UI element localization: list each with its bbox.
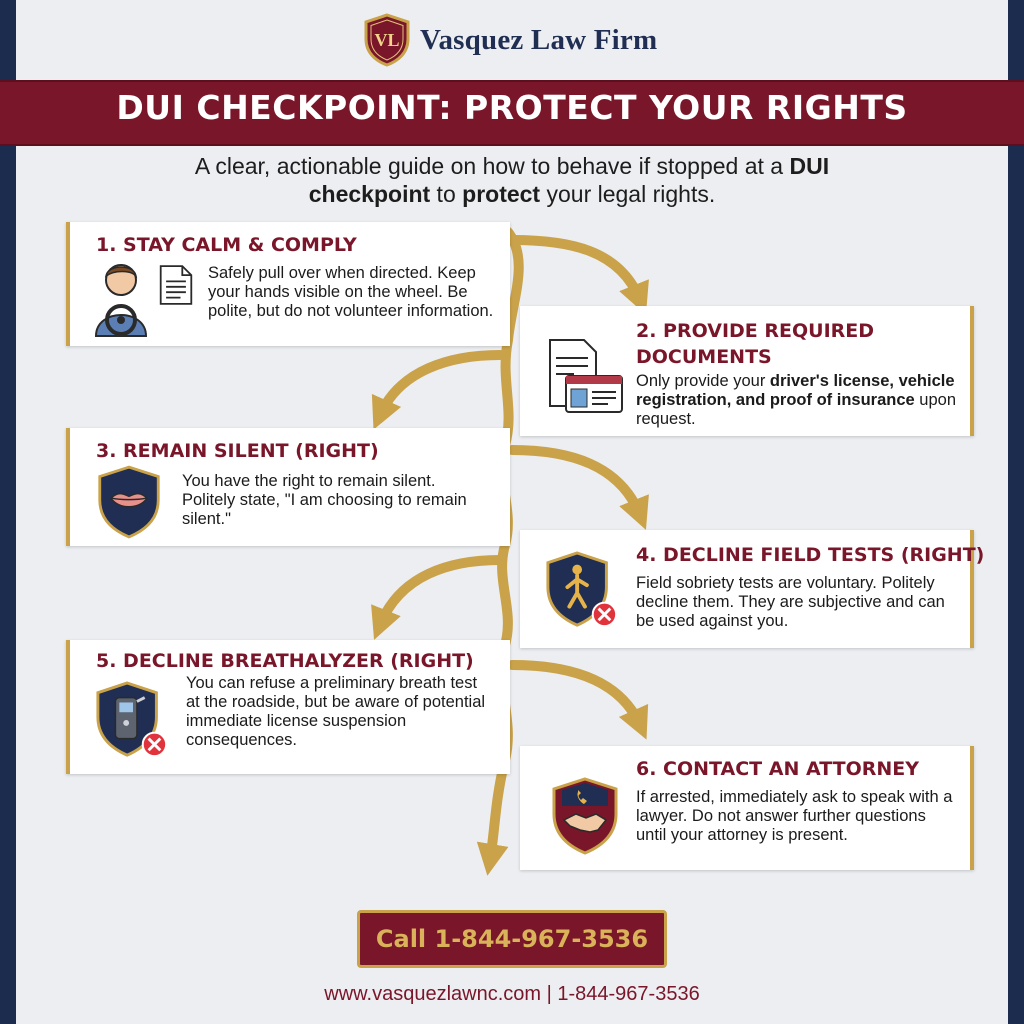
step-card-3: 3. REMAIN SILENT (RIGHT) You have the ri… [66, 428, 510, 546]
step-card-1: 1. STAY CALM & COMPLY Safely pull over w… [66, 222, 510, 346]
title-banner [0, 80, 1024, 146]
step-3-body: You have the right to remain silent. Pol… [182, 472, 467, 528]
footer-contact[interactable]: www.vasquezlawnc.com | 1-844-967-3536 [324, 983, 700, 1005]
call-button-label: Call 1-844-967-3536 [375, 925, 649, 953]
step-3-title: 3. REMAIN SILENT (RIGHT) [96, 440, 379, 462]
step-1-title: 1. STAY CALM & COMPLY [96, 234, 357, 256]
step-6-title: 6. CONTACT AN ATTORNEY [636, 758, 919, 780]
walking-shield-icon [546, 551, 618, 628]
handshake-shield-icon [552, 777, 618, 855]
brand-logo[interactable]: VL Vasquez Law Firm [362, 12, 657, 68]
step-4-title: 4. DECLINE FIELD TESTS (RIGHT) [636, 544, 985, 566]
step-6-body: If arrested, immediately ask to speak wi… [636, 788, 953, 844]
step-card-6: 6. CONTACT AN ATTORNEY If arrested, imme… [520, 746, 974, 870]
step-card-4: 4. DECLINE FIELD TESTS (RIGHT) Field sob… [520, 530, 984, 648]
brand-name: Vasquez Law Firm [420, 23, 658, 56]
intro-text: A clear, actionable guide on how to beha… [194, 153, 830, 207]
page-title: DUI CHECKPOINT: PROTECT YOUR RIGHTS [116, 88, 908, 127]
svg-text:VL: VL [374, 30, 399, 50]
step-2-title: 2. PROVIDE REQUIRED DOCUMENTS [636, 320, 875, 368]
driver-icon [94, 264, 148, 337]
step-4-body: Field sobriety tests are voluntary. Poli… [636, 574, 945, 630]
lips-shield-icon [98, 465, 160, 539]
step-5-body: You can refuse a preliminary breath test… [186, 674, 486, 749]
breathalyzer-shield-icon [96, 681, 168, 758]
step-1-body: Safely pull over when directed. Keep you… [208, 264, 494, 320]
call-button[interactable]: Call 1-844-967-3536 [357, 910, 667, 968]
step-5-title: 5. DECLINE BREATHALYZER (RIGHT) [96, 650, 474, 672]
document-icon [159, 265, 193, 305]
step-card-2: 2. PROVIDE REQUIRED DOCUMENTS Only provi… [520, 306, 974, 436]
law-firm-shield-icon: VL [364, 13, 410, 67]
step-card-5: 5. DECLINE BREATHALYZER (RIGHT) You can … [66, 640, 510, 774]
documents-icon [549, 339, 623, 413]
step-2-body: Only provide your driver's license, vehi… [636, 372, 956, 428]
